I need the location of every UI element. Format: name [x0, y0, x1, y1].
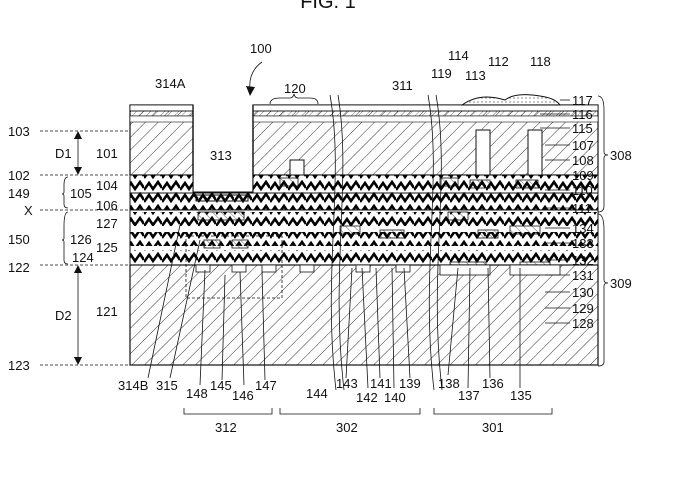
label-105: 105: [70, 186, 92, 201]
label-120: 120: [284, 81, 306, 96]
label-127: 127: [96, 216, 118, 231]
label-112: 112: [488, 54, 509, 69]
label-102: 102: [8, 168, 30, 183]
label-129: 129: [572, 301, 594, 316]
label-X: X: [24, 203, 33, 218]
left-dimension-lines: [40, 130, 130, 366]
label-116: 116: [572, 107, 593, 122]
label-100: 100: [250, 41, 272, 56]
label-109: 109: [572, 168, 594, 183]
label-124: 124: [72, 250, 94, 265]
label-113: 113: [465, 68, 486, 83]
label-104: 104: [96, 178, 118, 193]
label-146: 146: [232, 388, 254, 403]
label-103: 103: [8, 124, 30, 139]
figure-title: FIG. 1: [300, 0, 356, 13]
label-141: 141: [370, 376, 392, 391]
right-labels: 117 116 115 107 308 108 109 110 111 134 …: [572, 93, 632, 331]
label-118: 118: [530, 54, 551, 69]
upper-substrate: [129, 94, 599, 192]
label-D1: D1: [55, 146, 72, 161]
label-135: 135: [510, 388, 532, 403]
label-126: 126: [70, 232, 92, 247]
label-117: 117: [572, 93, 593, 108]
label-139: 139: [399, 376, 421, 391]
label-302: 302: [336, 420, 358, 435]
label-145: 145: [210, 378, 232, 393]
label-150: 150: [8, 232, 30, 247]
label-125: 125: [96, 240, 118, 255]
label-309: 309: [610, 276, 632, 291]
label-114: 114: [448, 48, 469, 63]
label-143: 143: [336, 376, 358, 391]
upper-wiring-layer: [129, 174, 599, 211]
label-138: 138: [438, 376, 460, 391]
label-108: 108: [572, 153, 594, 168]
label-142: 142: [356, 390, 378, 405]
right-bracket-lines: [540, 95, 609, 367]
label-314B: 314B: [118, 378, 148, 393]
label-148: 148: [186, 386, 208, 401]
label-D2: D2: [55, 308, 72, 323]
label-136: 136: [482, 376, 504, 391]
label-123: 123: [8, 358, 30, 373]
left-labels: 314A 103 D1 101 102 104 149 105 106 X 12…: [8, 76, 186, 373]
label-149: 149: [8, 186, 30, 201]
top-labels: 100 120 313 311 119 114 113 112 118: [210, 41, 551, 163]
bottom-labels: 314B 315 148 145 146 147 144 143 142 141…: [118, 376, 532, 435]
label-308: 308: [610, 148, 632, 163]
label-115: 115: [572, 121, 593, 136]
label-132: 132: [572, 253, 594, 268]
label-134: 134: [572, 221, 594, 236]
label-121: 121: [96, 304, 118, 319]
label-130: 130: [572, 285, 594, 300]
label-119: 119: [431, 66, 452, 81]
label-312: 312: [215, 420, 237, 435]
label-311: 311: [392, 78, 413, 93]
lower-wiring-layer: [129, 209, 599, 269]
label-101: 101: [96, 146, 118, 161]
label-131: 131: [572, 268, 594, 283]
label-315: 315: [156, 378, 178, 393]
label-137: 137: [458, 388, 480, 403]
label-128: 128: [572, 316, 594, 331]
label-313: 313: [210, 148, 232, 163]
label-133: 133: [572, 236, 594, 251]
bottom-brackets: [183, 61, 553, 415]
label-107: 107: [572, 138, 594, 153]
label-111: 111: [572, 201, 592, 216]
label-144: 144: [306, 386, 328, 401]
label-122: 122: [8, 260, 30, 275]
label-301: 301: [482, 420, 504, 435]
label-106: 106: [96, 198, 118, 213]
label-147: 147: [255, 378, 277, 393]
label-140: 140: [384, 390, 406, 405]
bottom-leader-lines: [147, 224, 521, 389]
label-314A: 314A: [155, 76, 186, 91]
label-110: 110: [572, 183, 593, 198]
